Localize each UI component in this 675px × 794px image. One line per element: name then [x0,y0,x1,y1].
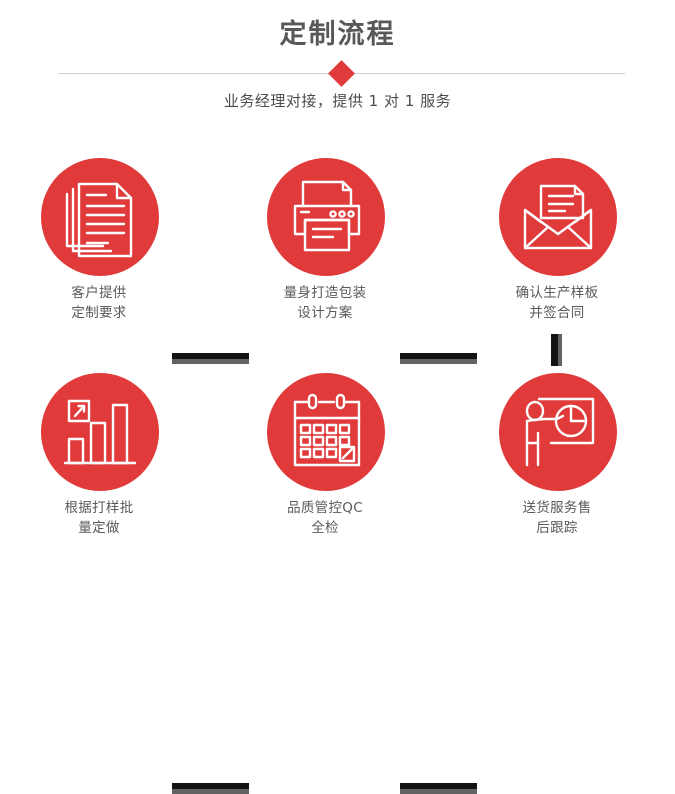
page-title: 定制流程 [279,19,396,50]
documents-stack-icon [65,182,133,258]
diamond-icon [328,60,355,87]
flow-step-3[interactable]: 确认生产样板 并签合同 [477,150,637,335]
connector-shadow [400,359,477,364]
step-1-circle [41,158,159,276]
page-subtitle: 业务经理对接，提供 1 对 1 服务 [223,92,452,110]
step-5-label-line1: 品质管控QC [287,500,363,516]
connector-step1-step2 [172,353,249,364]
step-6-label: 送货服务售 后跟踪 [477,498,637,538]
step-5-label-line2: 全检 [311,520,339,536]
step-4-circle [41,373,159,491]
step-3-label: 确认生产样板 并签合同 [477,283,637,323]
connector-bar [551,334,558,366]
header-section: 定制流程 业务经理对接，提供 1 对 1 服务 [0,0,675,130]
connector-step4-step5 [172,783,249,794]
flow-row-bottom: 根据打样批 量定做 [0,365,675,794]
flow-step-5[interactable]: 品质管控QC 全检 [245,365,405,550]
connector-step5-step6 [400,783,477,794]
step-2-circle [267,158,385,276]
flow-step-4[interactable]: 根据打样批 量定做 [19,365,179,550]
connector-bar [400,353,477,359]
connector-shadow [558,334,562,366]
step-6-circle [499,373,617,491]
flow-step-1[interactable]: 客户提供 定制要求 [19,150,179,335]
flow-row-top: 客户提供 定制要求 [0,150,675,364]
step-5-circle [267,373,385,491]
step-2-label-line1: 量身打造包装 [283,285,367,301]
connector-bar [172,353,249,359]
step-5-label: 品质管控QC 全检 [245,498,405,538]
connector-shadow [172,359,249,364]
step-1-label-line1: 客户提供 [71,285,127,301]
step-6-label-line1: 送货服务售 [522,500,592,516]
step-4-label-line2: 量定做 [78,520,120,536]
step-4-label-line1: 根据打样批 [64,500,134,516]
step-3-label-line2: 并签合同 [529,305,585,321]
title-divider [58,60,625,87]
connector-step2-step3 [400,353,477,364]
step-2-label-line2: 设计方案 [297,305,353,321]
step-4-label: 根据打样批 量定做 [19,498,179,538]
step-6-label-line2: 后跟踪 [536,520,578,536]
step-3-circle [499,158,617,276]
step-3-label-line1: 确认生产样板 [515,285,599,301]
printer-icon [293,180,361,252]
connector-shadow [172,789,249,794]
connector-step3-step6 [551,334,562,366]
step-1-label-line2: 定制要求 [71,305,127,321]
connector-shadow [400,789,477,794]
calendar-check-icon [293,393,361,467]
presenter-pie-chart-icon [525,397,595,467]
envelope-document-icon [523,184,593,250]
step-1-label: 客户提供 定制要求 [19,283,179,323]
flow-step-2[interactable]: 量身打造包装 设计方案 [245,150,405,335]
step-2-label: 量身打造包装 设计方案 [245,283,405,323]
flow-step-6[interactable]: 送货服务售 后跟踪 [477,365,637,550]
bar-chart-growth-icon [63,399,137,465]
